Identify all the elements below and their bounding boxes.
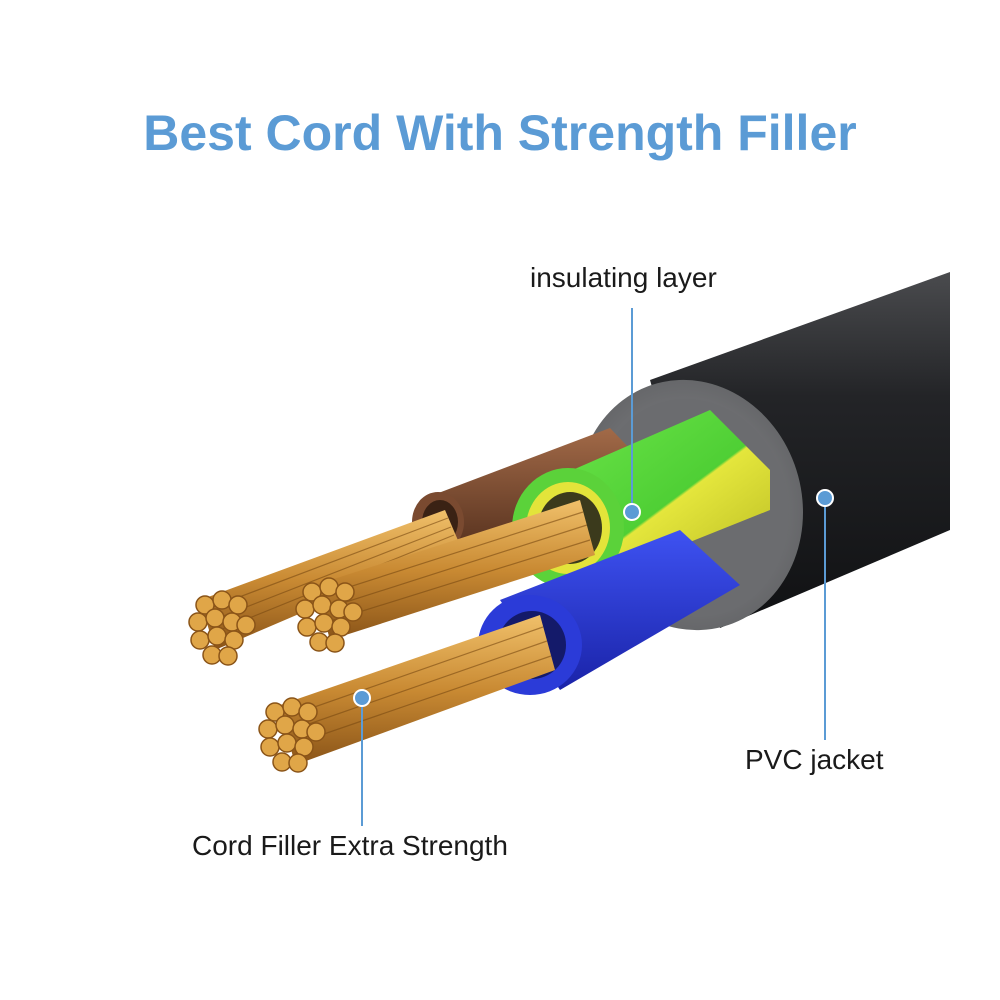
label-insulating-layer: insulating layer bbox=[530, 262, 717, 293]
copper-strands-green bbox=[315, 500, 595, 640]
conductor-end-green bbox=[295, 577, 363, 653]
label-pvc-jacket: PVC jacket bbox=[745, 744, 884, 775]
callout-insulating-layer bbox=[623, 308, 641, 521]
callout-pvc-jacket bbox=[816, 489, 834, 740]
callout-cord-filler bbox=[353, 689, 371, 826]
conductor-end-brown bbox=[188, 590, 256, 666]
conductor-end-blue bbox=[258, 697, 326, 773]
page-title: Best Cord With Strength Filler bbox=[143, 105, 857, 161]
label-cord-filler: Cord Filler Extra Strength bbox=[192, 830, 508, 861]
copper-strands-blue bbox=[280, 615, 555, 765]
